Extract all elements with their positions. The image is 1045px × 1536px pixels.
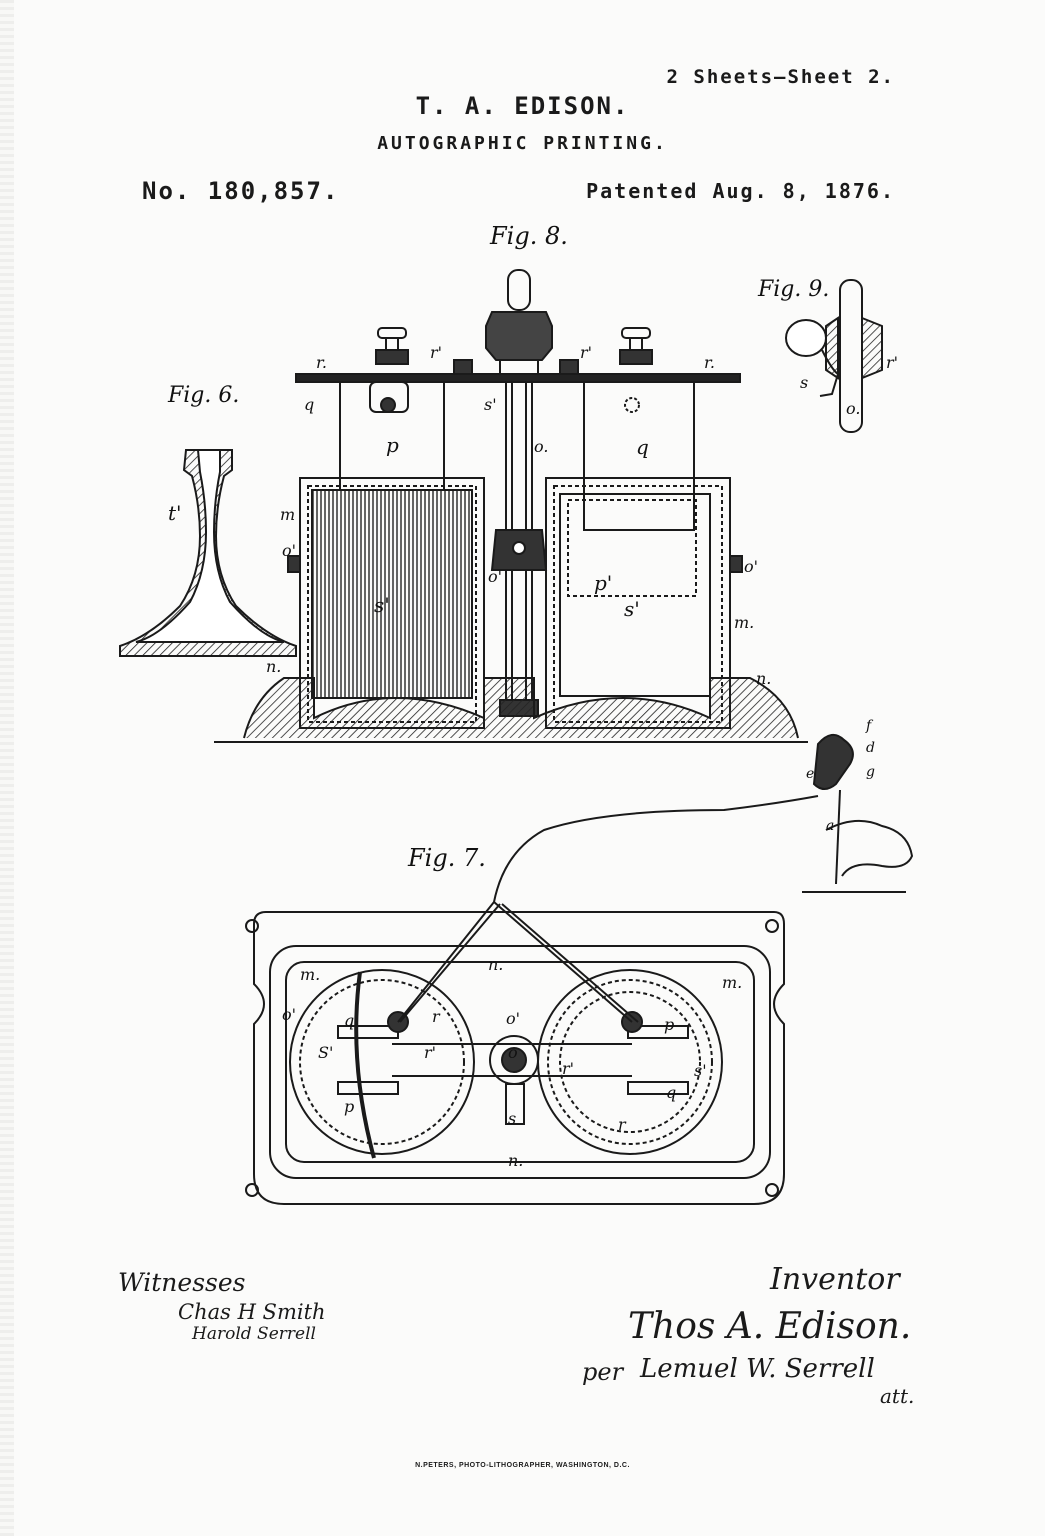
ref-label: o': [744, 557, 758, 576]
ref-label: n.: [488, 955, 503, 974]
ref-label: m.: [300, 965, 320, 984]
lithographer-credit: N.PETERS, PHOTO-LITHOGRAPHER, WASHINGTON…: [0, 1462, 1045, 1469]
ref-label: s: [508, 1109, 516, 1128]
ref-label: s: [800, 373, 808, 392]
ref-label: o.: [846, 399, 860, 418]
ref-label: q: [344, 1011, 354, 1030]
ref-label: f: [865, 718, 874, 734]
inventor-signature: Thos A. Edison.: [628, 1306, 911, 1347]
pen-drawing: [494, 735, 912, 902]
ref-label: o': [488, 567, 502, 586]
witness-signature: Harold Serrell: [192, 1324, 316, 1344]
ref-label: o': [506, 1009, 520, 1028]
ref-label: s': [484, 395, 497, 414]
fig6-drawing: [120, 450, 296, 656]
fig8-drawing: [214, 270, 808, 742]
fig7-label: Fig. 7.: [407, 844, 486, 872]
ref-label: n.: [756, 669, 771, 688]
ref-label: g: [866, 764, 875, 780]
inventor-label: Inventor: [770, 1262, 900, 1297]
ref-label: o: [508, 1043, 518, 1062]
ref-label: m.: [734, 613, 754, 632]
ref-label: s': [694, 1061, 707, 1080]
witnesses-label: Witnesses: [118, 1268, 245, 1297]
ref-label: n.: [266, 657, 281, 676]
ref-label: a: [826, 818, 834, 834]
per-label: per: [582, 1358, 623, 1386]
fig8-label: Fig. 8.: [489, 222, 568, 250]
ref-label: r': [562, 1059, 574, 1078]
ref-label: e: [806, 766, 814, 782]
ref-label: q: [636, 435, 649, 459]
ref-label: p: [386, 433, 399, 457]
ref-label: o': [282, 541, 296, 560]
fig6-label: Fig. 6.: [167, 383, 239, 408]
ref-label: p: [664, 1015, 674, 1034]
ref-label: r: [432, 1007, 441, 1026]
ref-label: n.: [508, 1151, 523, 1170]
ref-label: S': [318, 1043, 333, 1062]
ref-label: o.: [534, 437, 548, 456]
fig9-label: Fig. 9.: [757, 277, 829, 302]
ref-label: m.: [722, 973, 742, 992]
ref-label: p': [594, 571, 612, 595]
ref-label: r': [886, 353, 898, 372]
ref-label: r.: [316, 353, 327, 372]
ref-label: r: [618, 1115, 627, 1134]
ref-label: r': [424, 1043, 436, 1062]
ref-label: r.: [704, 353, 715, 372]
ref-label: r': [580, 343, 592, 362]
ref-label: o': [282, 1005, 296, 1024]
ref-label: q: [666, 1083, 676, 1102]
fig9-drawing: [786, 280, 882, 432]
witness-signature: Chas H Smith: [178, 1300, 326, 1324]
right-knob: [620, 328, 652, 364]
ref-label: s': [624, 597, 640, 621]
ref-label: s': [374, 593, 390, 617]
ref-label: d: [866, 740, 875, 756]
attorney-abbreviation: att.: [880, 1384, 914, 1408]
ref-label: m: [280, 505, 295, 524]
left-knob: [376, 328, 408, 364]
attorney-signature: Lemuel W. Serrell: [640, 1354, 875, 1384]
ref-label: p: [344, 1097, 354, 1116]
ref-label: t': [168, 501, 182, 525]
ref-label: q: [304, 395, 314, 414]
ref-label: r': [430, 343, 442, 362]
